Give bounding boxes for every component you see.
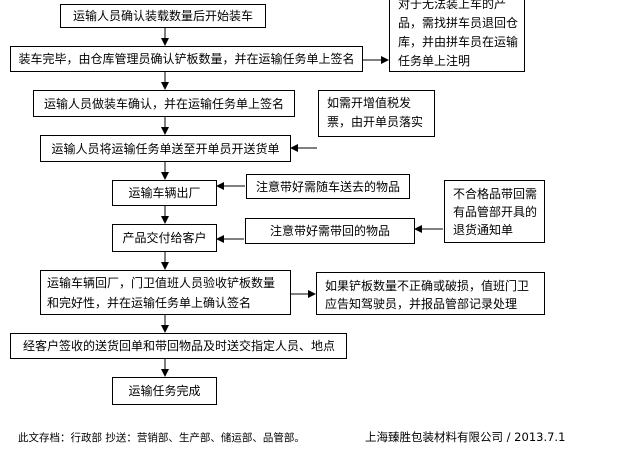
step2-box: 装车完毕，由仓库管理员确认铲板数量，并在运输任务单上签名 <box>10 46 363 72</box>
note-vat-line2: 票，由开单员落实 <box>327 115 424 129</box>
note-goods-to-return: 注意带好需带回的物品 <box>245 218 415 244</box>
note-unloadable-products: 对于无法装上车的产 品，需找拼车员退回仓 库，并由拼车员在运输 任务单上注明 <box>389 0 525 72</box>
note-unqualified-line1: 不合格品带回需 <box>453 187 538 201</box>
note-unqualified-line3: 退货通知单 <box>453 223 514 237</box>
step3-box: 运输人员做装车确认，并在运输任务单上签名 <box>33 90 295 117</box>
footer-company: 上海臻胜包装材料有限公司 / 2013.7.1 <box>365 430 566 444</box>
note-unqualified-return: 不合格品带回需 有品管部开具的 退货通知单 <box>444 180 545 243</box>
note-top-line3: 库，并由拼车员在运输 <box>398 35 519 49</box>
note-unqualified-line2: 有品管部开具的 <box>453 205 538 219</box>
step8-box: 经客户签收的送货回单和带回物品及时送交指定人员、地点 <box>10 333 347 359</box>
step6-box: 产品交付给客户 <box>112 224 217 252</box>
note-pallet-line1: 如果铲板数量不正确或破损，值班门卫 <box>325 279 530 293</box>
step7-line2: 和完好性，并在运输任务单上确认签名 <box>47 295 252 310</box>
step7-box: 运输车辆回厂，门卫值班人员验收铲板数量 和完好性，并在运输任务单上确认签名 <box>40 270 291 315</box>
step5-box: 运输车辆出厂 <box>112 180 217 206</box>
note-pallet-line2: 应告知驾驶员，并报品管部记录处理 <box>325 297 518 311</box>
note-top-line1: 对于无法装上车的产 <box>398 0 507 11</box>
note-top-line2: 品，需找拼车员退回仓 <box>398 16 519 30</box>
note-top-line4: 任务单上注明 <box>398 54 471 68</box>
note-goods-to-send: 注意带好需随车送去的物品 <box>246 174 410 199</box>
step7-line1: 运输车辆回厂，门卫值班人员验收铲板数量 <box>47 275 276 290</box>
footer-archive: 此文存档：行政部 抄送：营销部、生产部、储运部、品管部。 <box>18 432 305 444</box>
note-pallet-issue: 如果铲板数量不正确或破损，值班门卫 应告知驾驶员，并报品管部记录处理 <box>316 272 545 315</box>
note-vat-line1: 如需开增值税发 <box>327 96 412 110</box>
step4-box: 运输人员将运输任务单送至开单员开送货单 <box>40 135 291 162</box>
step9-box: 运输任务完成 <box>112 377 217 405</box>
note-vat-invoice: 如需开增值税发 票，由开单员落实 <box>318 90 435 137</box>
step1-box: 运输人员确认装载数量后开始装车 <box>60 4 266 28</box>
